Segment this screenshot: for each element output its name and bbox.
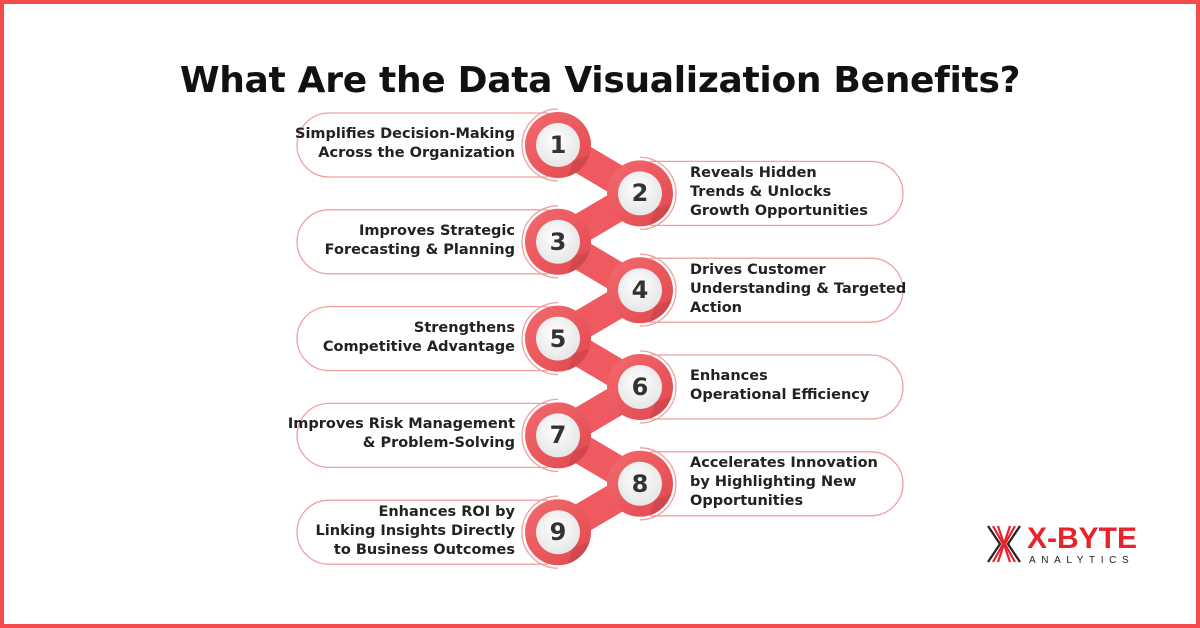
benefit-label-line: Accelerates Innovation bbox=[690, 455, 878, 472]
benefit-label-line: Strengthens bbox=[413, 319, 515, 336]
benefit-label-line: Improves Risk Management bbox=[287, 416, 515, 433]
pill-outline bbox=[296, 499, 548, 565]
pill-outline bbox=[650, 160, 904, 227]
pill-outline bbox=[650, 257, 904, 323]
benefit-label: Improves Risk Management & Problem-Solvin… bbox=[275, 415, 515, 453]
pill-outline bbox=[296, 402, 548, 469]
step-number: 4 bbox=[631, 276, 649, 305]
benefit-label-line: Across the Organization bbox=[318, 145, 515, 161]
step-number: 3 bbox=[549, 227, 567, 256]
step-number: 6 bbox=[631, 373, 649, 401]
benefit-label-line: Improves Strategic bbox=[359, 222, 515, 239]
page-title: What Are the Data Visualization Benefits… bbox=[179, 60, 1021, 101]
benefit-label-line: Understanding & Targeted bbox=[690, 280, 907, 297]
benefit-label-line: Operational Efficiency bbox=[690, 387, 870, 403]
x-byte-logo-icon bbox=[987, 525, 1021, 563]
step-number: 1 bbox=[549, 131, 567, 159]
logo-wordmark: X-BYTE bbox=[1027, 522, 1138, 555]
benefit-label-line: Enhances ROI by bbox=[378, 503, 515, 520]
step-number: 8 bbox=[631, 469, 649, 498]
step-number: 2 bbox=[631, 179, 649, 208]
benefit-label-line: Enhances bbox=[690, 368, 768, 384]
benefit-label-line: & Problem-Solving bbox=[362, 435, 515, 452]
pill-outline bbox=[296, 112, 548, 178]
benefit-label-line: Simplifies Decision-Making bbox=[295, 126, 515, 142]
benefit-label: Accelerates Innovation by Highlighting Ne… bbox=[690, 454, 910, 511]
logo-tagline: ANALYTICS bbox=[1029, 555, 1135, 566]
step-number: 9 bbox=[549, 518, 567, 547]
step-number: 7 bbox=[549, 421, 567, 450]
benefit-label-line: Linking Insights Directly bbox=[315, 522, 515, 539]
pill-outline bbox=[296, 305, 548, 372]
step-number: 5 bbox=[549, 324, 567, 353]
benefit-label-line: Action bbox=[690, 299, 743, 316]
benefit-label-line: Opportunities bbox=[690, 493, 804, 510]
benefit-label-line: Reveals Hidden bbox=[690, 164, 817, 181]
benefit-label-line: Growth Opportunities bbox=[690, 202, 868, 219]
x-byte-logo: X-BYTE ANALYTICS bbox=[985, 522, 1145, 572]
benefit-label: Enhances ROI by Linking Insights Directly… bbox=[275, 503, 515, 560]
benefit-label-line: by Highlighting New bbox=[690, 474, 857, 491]
benefit-label-line: Forecasting & Planning bbox=[324, 241, 515, 258]
pill-outline bbox=[650, 354, 904, 420]
benefit-label-line: to Business Outcomes bbox=[333, 541, 515, 558]
pill-outline bbox=[650, 451, 904, 517]
benefit-label-line: Competitive Advantage bbox=[322, 338, 515, 355]
benefit-label-line: Trends & Unlocks bbox=[690, 183, 832, 200]
pill-outline bbox=[296, 209, 548, 275]
benefit-label-line: Drives Customer bbox=[690, 261, 826, 278]
